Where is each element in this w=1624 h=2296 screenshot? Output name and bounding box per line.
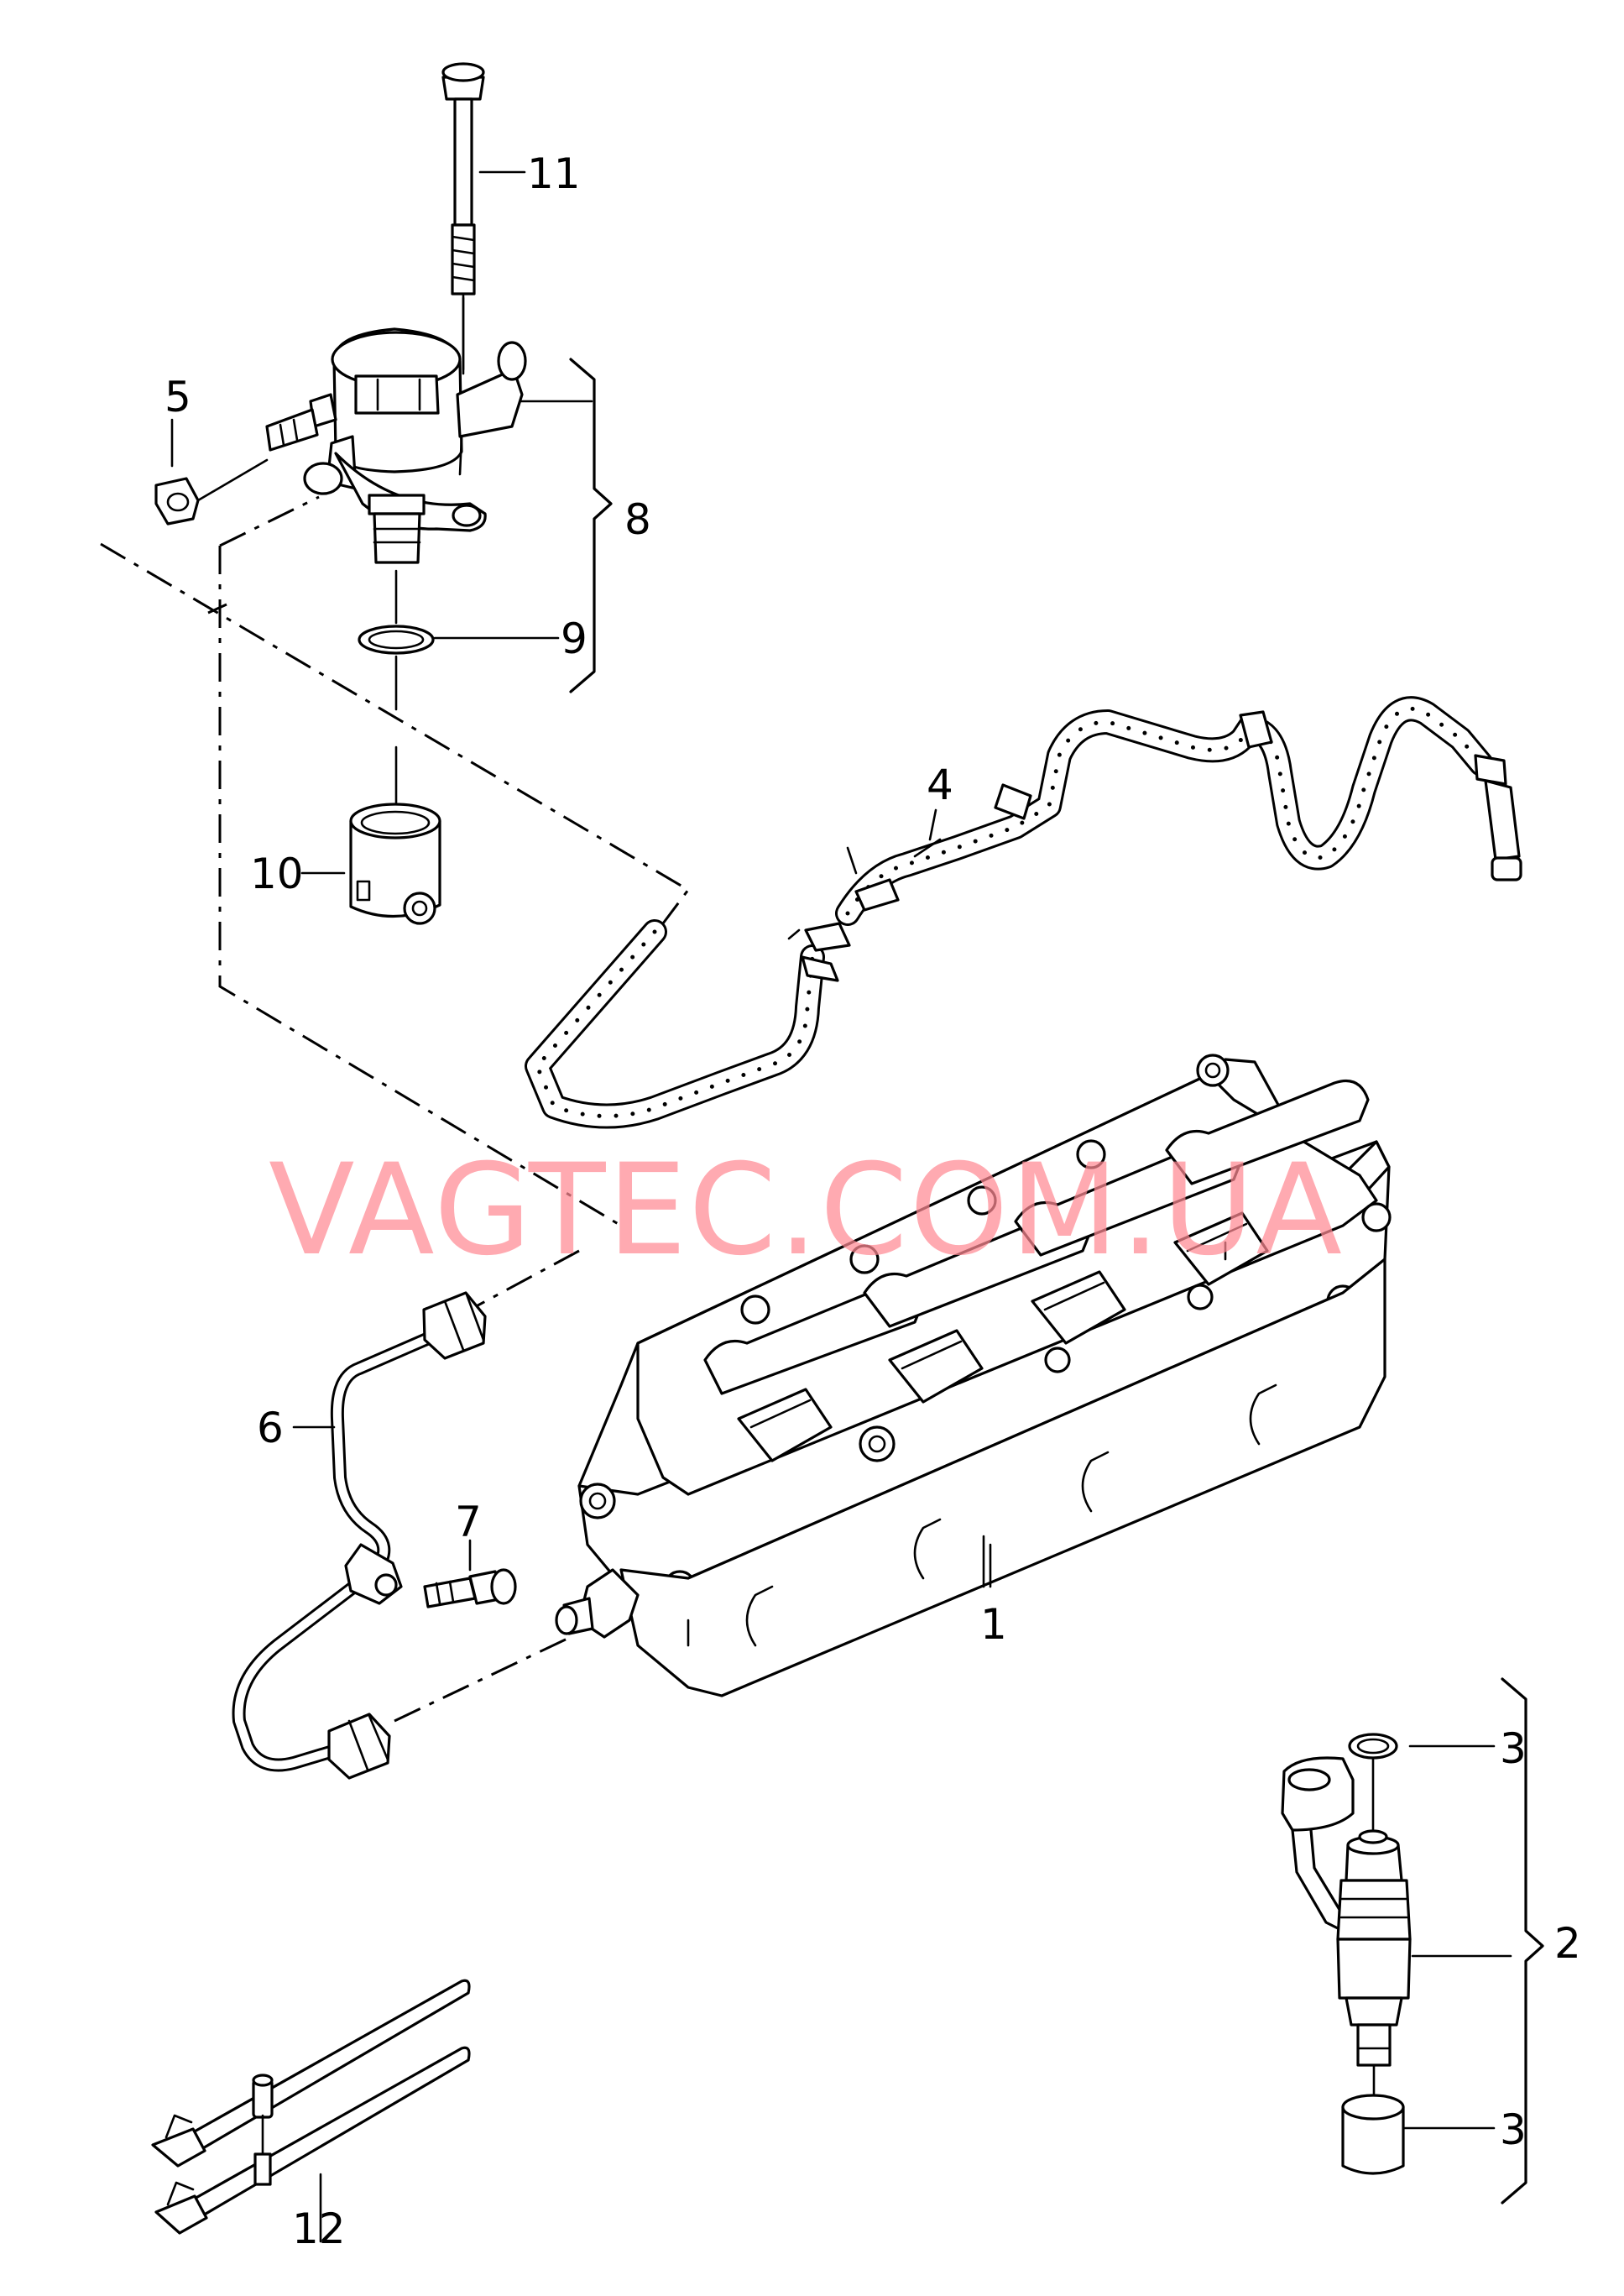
injector-assembly: [1281, 1733, 1512, 2175]
callout-4: 4: [927, 761, 953, 809]
o-ring: [358, 569, 435, 711]
callout-7: 7: [455, 1498, 482, 1546]
intake-manifold: [555, 1054, 1392, 1697]
callout-5: 5: [164, 373, 191, 421]
callout-6: 6: [257, 1404, 284, 1452]
callout-10: 10: [250, 850, 304, 898]
fuel-pump-assembly: [265, 296, 527, 564]
callout-11: 11: [527, 149, 581, 198]
retaining-clip: [154, 418, 269, 526]
assembly-guide-lines: [100, 495, 691, 1723]
bolt-long: [441, 62, 485, 375]
line-clips: [151, 1979, 471, 2243]
bolt-short: [423, 1539, 517, 1608]
callout-9: 9: [561, 615, 587, 663]
callout-12: 12: [292, 2204, 346, 2253]
high-pressure-line: [232, 1291, 487, 1780]
watermark-text: VAGTEC.COM.UA: [269, 1138, 1345, 1284]
callout-2: 2: [1554, 1919, 1581, 1968]
callout-3-top: 3: [1500, 1724, 1527, 1773]
callout-8: 8: [624, 495, 651, 544]
callout-1: 1: [980, 1600, 1007, 1649]
pump-bushing: [349, 745, 441, 925]
fuel-hose: [525, 696, 1522, 1129]
leader-lines: [292, 170, 1544, 2204]
callout-3-bottom: 3: [1500, 2105, 1527, 2154]
